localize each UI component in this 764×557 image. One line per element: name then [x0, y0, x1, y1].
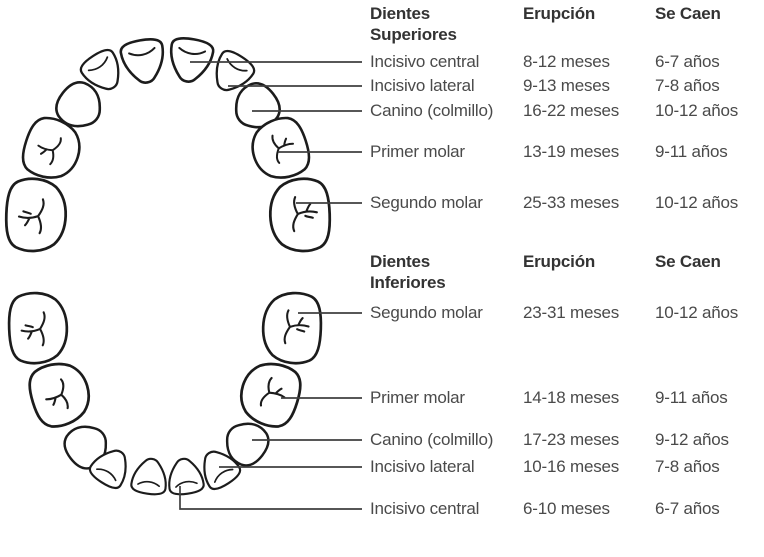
eruption-age: 17-23 meses: [523, 430, 620, 449]
tooth-lower-left-first-molar: [22, 354, 98, 434]
tooth-lower-left-central-incisor: [129, 455, 171, 498]
tooth-name: Incisivo central: [370, 499, 480, 518]
upper-col-eruption: Erupción: [523, 4, 596, 23]
eruption-age: 10-16 meses: [523, 457, 620, 476]
tooth-name: Primer molar: [370, 142, 465, 161]
upper-col-shed: Se Caen: [655, 4, 721, 23]
shed-age: 9-12 años: [655, 430, 729, 449]
tooth-name: Incisivo lateral: [370, 457, 475, 476]
tooth-lower-right-first-molar: [232, 354, 308, 434]
lower-col-eruption: Erupción: [523, 252, 596, 271]
shed-age: 6-7 años: [655, 499, 720, 518]
eruption-age: 13-19 meses: [523, 142, 620, 161]
upper-title-line1: Dientes: [370, 4, 431, 23]
eruption-age: 23-31 meses: [523, 303, 620, 322]
upper-title-line2: Superiores: [370, 25, 457, 44]
tooth-name: Segundo molar: [370, 193, 483, 212]
tooth-upper-left-central-incisor: [118, 35, 170, 88]
tooth-lower-left-second-molar: [6, 290, 70, 366]
shed-age: 10-12 años: [655, 101, 739, 120]
tooth-name: Canino (colmillo): [370, 430, 494, 449]
shed-age: 7-8 años: [655, 457, 720, 476]
tooth-name: Primer molar: [370, 388, 465, 407]
tooth-upper-right-second-molar: [267, 176, 333, 254]
tooth-name: Segundo molar: [370, 303, 483, 322]
eruption-age: 25-33 meses: [523, 193, 620, 212]
shed-age: 9-11 años: [655, 142, 728, 161]
shed-age: 10-12 años: [655, 193, 739, 212]
shed-age: 10-12 años: [655, 303, 739, 322]
eruption-age: 16-22 meses: [523, 101, 620, 120]
tooth-upper-right-central-incisor: [164, 34, 216, 87]
lower-section-title: Dientes Inferiores: [370, 251, 446, 293]
upper-teeth-arch: [3, 34, 333, 254]
tooth-name: Incisivo central: [370, 52, 480, 71]
tooth-upper-left-second-molar: [3, 176, 69, 254]
eruption-age: 14-18 meses: [523, 388, 620, 407]
shed-age: 7-8 años: [655, 76, 720, 95]
lower-teeth-arch: [6, 290, 324, 498]
tooth-name: Canino (colmillo): [370, 101, 494, 120]
shed-age: 6-7 años: [655, 52, 720, 71]
tooth-name: Incisivo lateral: [370, 76, 475, 95]
upper-section-title: Dientes Superiores: [370, 3, 457, 45]
lower-col-shed: Se Caen: [655, 252, 721, 271]
lower-title-line2: Inferiores: [370, 273, 446, 292]
lower-title-line1: Dientes: [370, 252, 431, 271]
eruption-age: 8-12 meses: [523, 52, 610, 71]
tooth-lower-right-second-molar: [260, 290, 324, 366]
leader-lines: [179, 61, 362, 510]
eruption-age: 9-13 meses: [523, 76, 610, 95]
tooth-lower-right-central-incisor: [164, 455, 206, 498]
shed-age: 9-11 años: [655, 388, 728, 407]
leader-lower-central-incisor: [179, 486, 362, 510]
eruption-age: 6-10 meses: [523, 499, 610, 518]
